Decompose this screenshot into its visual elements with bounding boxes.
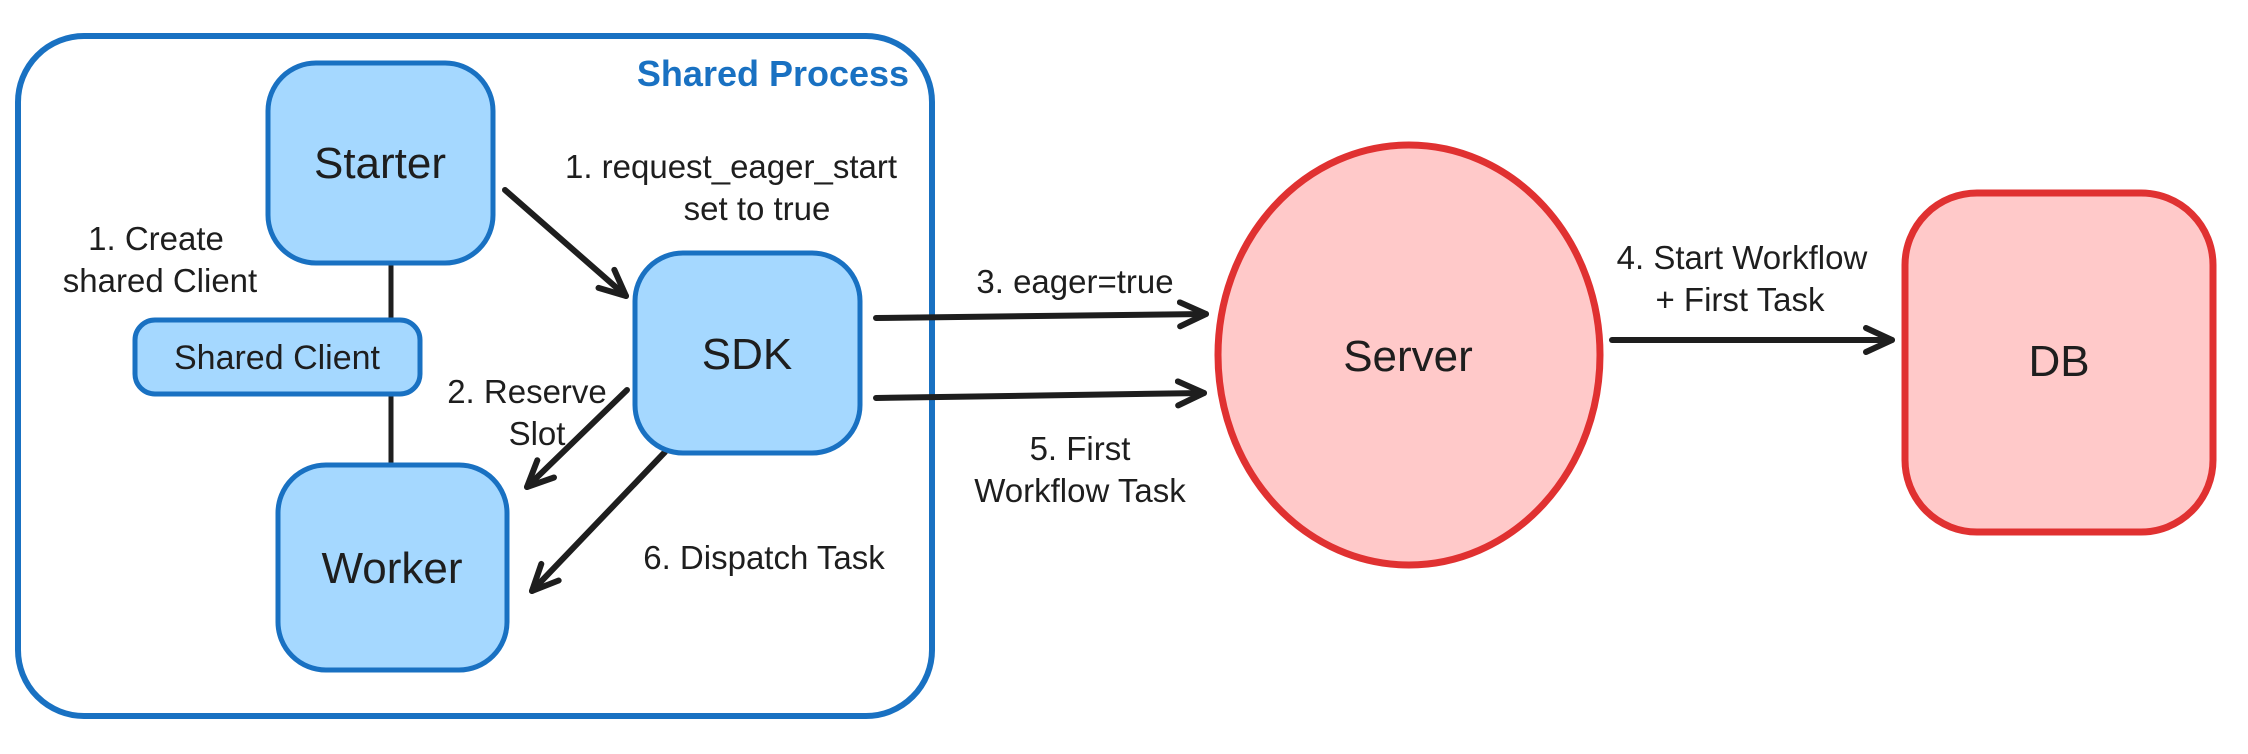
shared-client-node — [132, 317, 423, 397]
arrow-request-eager-start — [502, 187, 629, 299]
label-reserve-slot-line1: 2. Reserve — [447, 373, 607, 410]
arrow-eager-true — [873, 299, 1209, 330]
label-create-shared-client-line2: shared Client — [63, 262, 257, 299]
starter-node — [265, 60, 496, 266]
label-eager-true: 3. eager=true — [976, 263, 1173, 300]
arrow-reserve-slot — [524, 387, 630, 490]
label-reserve-slot-line2: Slot — [509, 415, 566, 452]
worker-node — [275, 462, 510, 673]
db-label: DB — [2028, 337, 2089, 386]
label-request-eager-start-line1: 1. request_eager_start — [565, 148, 897, 185]
db-node — [1901, 189, 2217, 536]
starter-label: Starter — [314, 139, 446, 188]
label-start-workflow-line1: 4. Start Workflow — [1617, 239, 1868, 276]
server-label: Server — [1343, 332, 1473, 381]
label-start-workflow-line2: + First Task — [1655, 281, 1825, 318]
arrow-dispatch-task — [529, 449, 668, 594]
label-first-workflow-task-line2: Workflow Task — [974, 472, 1186, 509]
shared-process-container — [15, 33, 935, 719]
shared-client-label: Shared Client — [174, 339, 381, 377]
label-dispatch-task: 6. Dispatch Task — [643, 539, 885, 576]
server-node — [1214, 141, 1604, 569]
worker-label: Worker — [322, 544, 463, 593]
sdk-label: SDK — [702, 330, 792, 379]
label-request-eager-start-line2: set to true — [684, 190, 831, 227]
label-first-workflow-task-line1: 5. First — [1030, 430, 1131, 467]
arrow-first-workflow-task — [873, 378, 1207, 409]
label-create-shared-client-line1: 1. Create — [88, 220, 224, 257]
sdk-node — [632, 250, 863, 456]
shared-process-label: Shared Process — [637, 53, 909, 94]
